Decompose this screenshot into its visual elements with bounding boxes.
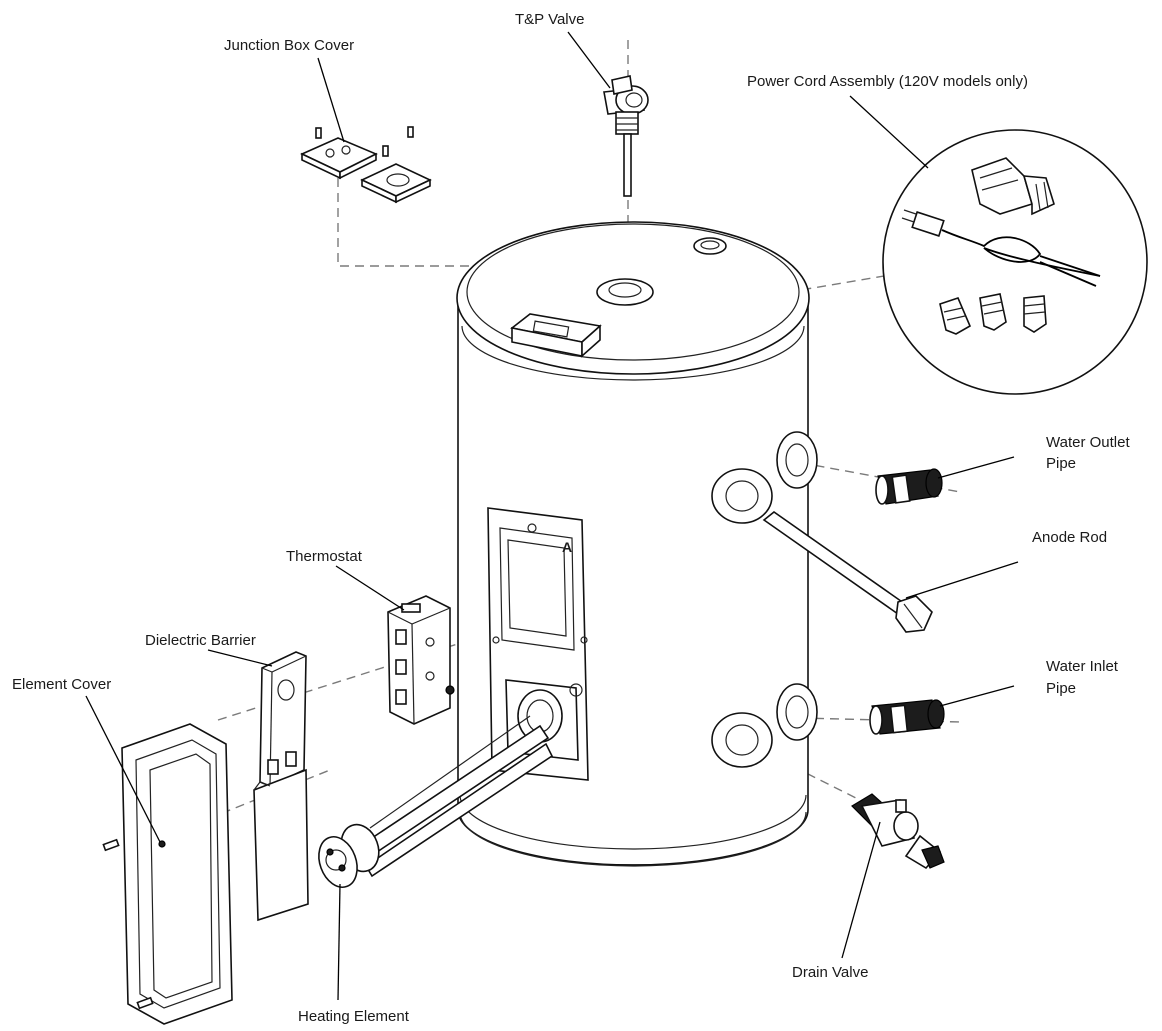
power-cord-icon [901, 157, 1101, 287]
tp-valve-icon [603, 75, 649, 197]
label-heating-element: Heating Element [298, 1008, 410, 1025]
label-water-inlet-1: Water Inlet [1046, 658, 1119, 675]
label-dielectric-barrier: Dielectric Barrier [145, 632, 256, 649]
water-inlet-pipe-icon [869, 699, 945, 735]
junction-box-cover-icon [300, 126, 432, 204]
label-water-inlet-2: Pipe [1046, 680, 1076, 697]
label-power-cord: Power Cord Assembly (120V models only) [747, 73, 1028, 90]
label-water-outlet-1: Water Outlet [1046, 434, 1130, 451]
label-tp-valve: T&P Valve [515, 11, 584, 28]
drain-valve-icon [851, 793, 945, 870]
label-junction-box-cover: Junction Box Cover [224, 37, 354, 54]
dielectric-barrier-icon [253, 651, 309, 922]
water-outlet-pipe-icon [875, 468, 943, 505]
anode-rod-icon [762, 511, 933, 633]
label-drain-valve: Drain Valve [792, 964, 868, 981]
thermostat-icon [387, 595, 455, 725]
panel-letter: A [562, 539, 572, 555]
label-thermostat: Thermostat [286, 548, 363, 565]
label-anode-rod: Anode Rod [1032, 529, 1107, 546]
label-water-outlet-2: Pipe [1046, 455, 1076, 472]
label-element-cover: Element Cover [12, 676, 111, 693]
wire-nuts-icon [939, 293, 1047, 335]
tank-icon [456, 221, 818, 867]
heating-element-icon [318, 715, 554, 888]
element-cover-icon [102, 723, 233, 1025]
